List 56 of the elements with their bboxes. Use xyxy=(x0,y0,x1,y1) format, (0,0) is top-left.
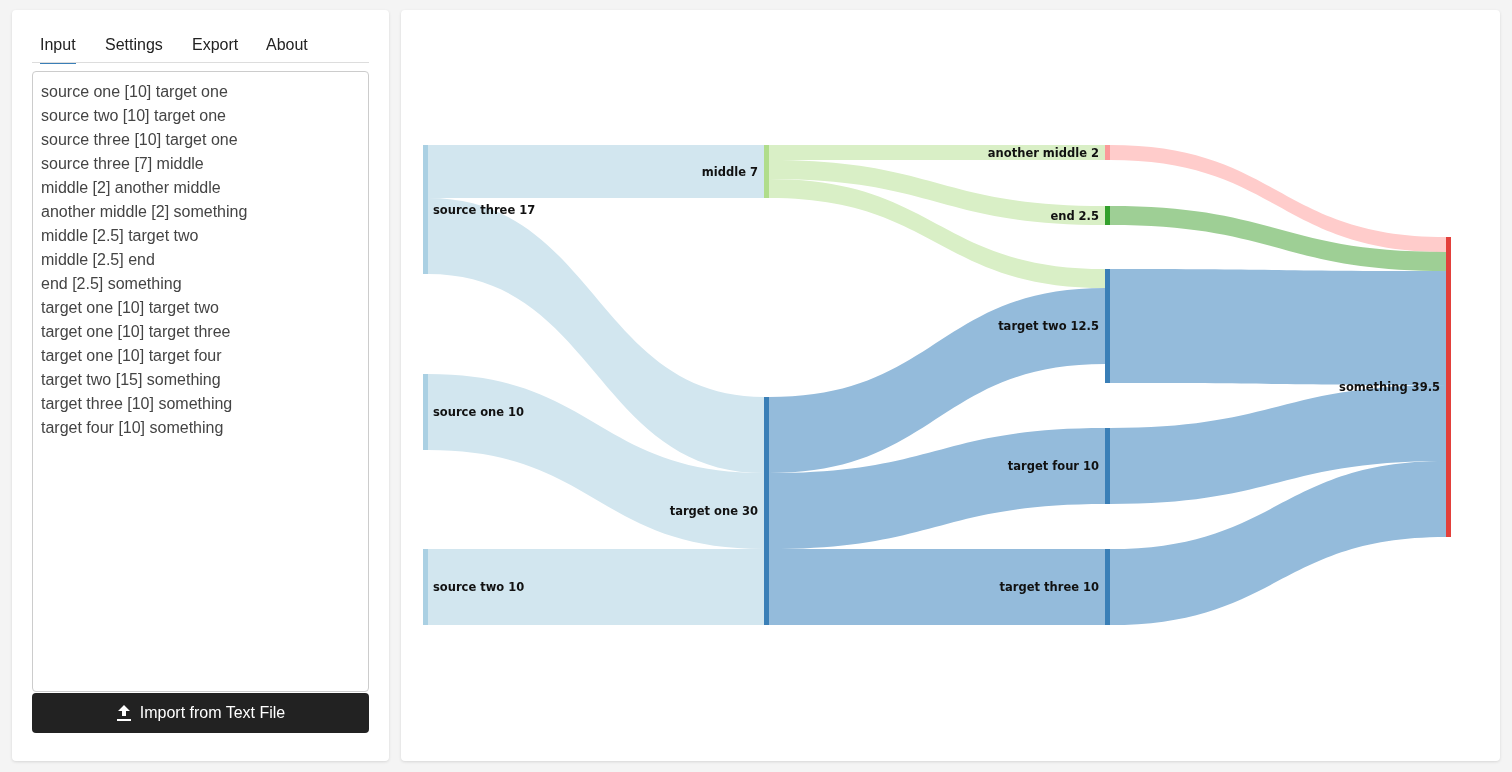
flow-ribbon xyxy=(1110,145,1446,252)
flow-ribbon xyxy=(769,428,1105,549)
flow-ribbon xyxy=(428,549,764,625)
flow-ribbon xyxy=(769,179,1105,288)
import-button: Import from Text File xyxy=(32,693,369,733)
flow-ribbon xyxy=(1110,385,1446,504)
node-label: source three 17 xyxy=(433,202,536,217)
tab: Export xyxy=(192,36,239,62)
node-label: target two 12.5 xyxy=(998,319,1099,333)
tab: Settings xyxy=(105,36,163,62)
node-label: middle 7 xyxy=(701,164,758,179)
node-bar xyxy=(1105,549,1110,625)
text-line: target four [10] something xyxy=(41,419,224,437)
flow-ribbon xyxy=(428,198,764,473)
node-bar xyxy=(1105,206,1110,225)
node-bar xyxy=(423,549,428,625)
text-line: end [2.5] something xyxy=(41,275,182,293)
node-bar xyxy=(423,374,428,450)
node-bar xyxy=(1105,269,1110,383)
flow-ribbon xyxy=(769,160,1105,225)
flow-ribbon xyxy=(769,145,1105,160)
text-line: middle [2.5] end xyxy=(41,251,155,269)
node-label: end 2.5 xyxy=(1050,208,1099,223)
flow-ribbon xyxy=(769,288,1105,473)
text-line: source two [10] target one xyxy=(41,107,226,125)
text-line: source three [10] target one xyxy=(41,131,238,149)
node-bar xyxy=(1446,237,1451,537)
node-label: another middle 2 xyxy=(987,145,1099,160)
text-line: middle [2] another middle xyxy=(41,179,221,197)
node-bar xyxy=(1105,145,1110,160)
node-label: target one 30 xyxy=(669,504,758,518)
text-line: middle [2.5] target two xyxy=(41,227,199,245)
node-bar xyxy=(1105,428,1110,504)
flow-ribbon xyxy=(428,145,764,198)
text-line: target one [10] target two xyxy=(41,299,219,317)
text-line: target one [10] target four xyxy=(41,347,222,365)
node-label: source one 10 xyxy=(433,405,525,419)
text-line: target two [15] something xyxy=(41,371,221,389)
text-line: source one [10] target one xyxy=(41,83,228,101)
node-bar xyxy=(764,397,769,625)
flow-ribbon xyxy=(769,549,1105,625)
tab: About xyxy=(266,36,308,62)
node-bar xyxy=(764,145,769,198)
flow-ribbon xyxy=(428,374,764,549)
node-label: target four 10 xyxy=(1007,459,1099,473)
node-label: something 39.5 xyxy=(1339,380,1440,394)
node-bar xyxy=(423,145,428,274)
text-line: target three [10] something xyxy=(41,395,233,413)
flow-ribbon xyxy=(1110,269,1446,385)
text-line: source three [7] middle xyxy=(41,155,204,173)
text-line: another middle [2] something xyxy=(41,203,248,221)
node-label: source two 10 xyxy=(433,580,525,594)
flow-ribbon xyxy=(1110,461,1446,625)
node-label: target three 10 xyxy=(999,580,1099,594)
text-line: target one [10] target three xyxy=(41,323,231,341)
flow-ribbon xyxy=(1110,206,1446,271)
